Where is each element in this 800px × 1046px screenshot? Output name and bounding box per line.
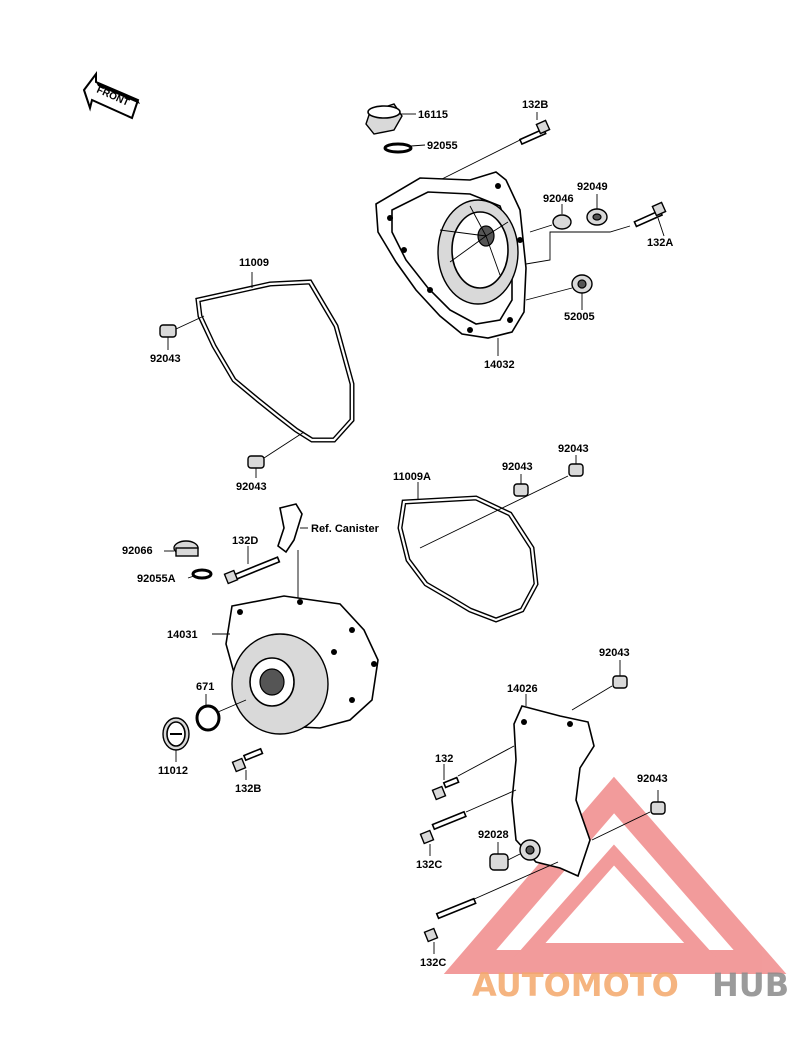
o-ring-671 [195, 704, 221, 732]
label-11012: 11012 [158, 765, 188, 777]
label-92043-c: 92043 [502, 461, 533, 473]
o-ring-92055a [191, 568, 213, 580]
drain-plug-92066 [173, 540, 199, 557]
label-132: 132 [435, 753, 453, 765]
label-92043-d: 92043 [558, 443, 589, 455]
dowel-pin-f [650, 801, 666, 815]
bolt-132b-top [518, 119, 551, 146]
label-132c-a: 132C [416, 859, 442, 871]
o-ring [383, 142, 413, 154]
label-92055a: 92055A [137, 573, 176, 585]
label-132c-b: 132C [420, 957, 446, 969]
dowel-pin-d [568, 463, 584, 477]
bolt-132c-b [423, 897, 477, 943]
bolt-132d [223, 556, 281, 585]
watermark-brand-part1: AUTOMOTO [472, 966, 679, 1004]
label-16115: 16115 [418, 109, 448, 121]
dowel-pin-c [513, 483, 529, 497]
dowel-pin-b [247, 455, 265, 469]
label-92028: 92028 [478, 829, 509, 841]
label-132d: 132D [232, 535, 258, 547]
watermark [443, 776, 787, 974]
label-11009a: 11009A [393, 471, 431, 483]
seal-92046 [552, 214, 572, 230]
watermark-logo: AUTOMOTO HUB [472, 966, 789, 1004]
label-11009: 11009 [239, 257, 269, 269]
canister-bracket [277, 503, 303, 554]
dowel-pin-a [159, 324, 177, 338]
watermark-brand-part2: HUB [712, 966, 789, 1004]
label-14026: 14026 [507, 683, 538, 695]
label-14032: 14032 [484, 359, 515, 371]
generator-cover [225, 595, 379, 735]
oil-seal-52005 [571, 274, 593, 294]
label-canister: Ref. Canister [311, 523, 380, 535]
gasket-11009a [397, 495, 539, 623]
label-92055: 92055 [427, 140, 458, 152]
label-132b-top: 132B [522, 99, 548, 111]
oil-filler-cap [365, 103, 403, 135]
spacer-92028 [489, 853, 509, 871]
label-52005: 52005 [564, 311, 595, 323]
watermark-triangle [443, 776, 787, 974]
label-92043-a: 92043 [150, 353, 181, 365]
label-14031: 14031 [167, 629, 198, 641]
cap-11012 [162, 717, 190, 751]
front-arrow-icon: FRONT [82, 71, 140, 120]
label-92049: 92049 [577, 181, 608, 193]
label-92043-f: 92043 [637, 773, 668, 785]
label-92046: 92046 [543, 193, 574, 205]
label-92043-e: 92043 [599, 647, 630, 659]
label-671: 671 [196, 681, 214, 693]
gasket-11009 [195, 279, 355, 443]
bolt-132c-a [419, 810, 467, 845]
label-132b-bottom: 132B [235, 783, 261, 795]
bolt-132a [633, 201, 667, 228]
bolt-132b-bottom [231, 747, 264, 773]
label-92043-b: 92043 [236, 481, 267, 493]
label-132a: 132A [647, 237, 673, 249]
seal-92049 [586, 208, 608, 226]
label-92066: 92066 [122, 545, 153, 557]
clutch-cover [375, 171, 527, 339]
dowel-pin-e [612, 675, 628, 689]
sprocket-cover [511, 705, 595, 878]
bolt-132 [431, 776, 460, 801]
